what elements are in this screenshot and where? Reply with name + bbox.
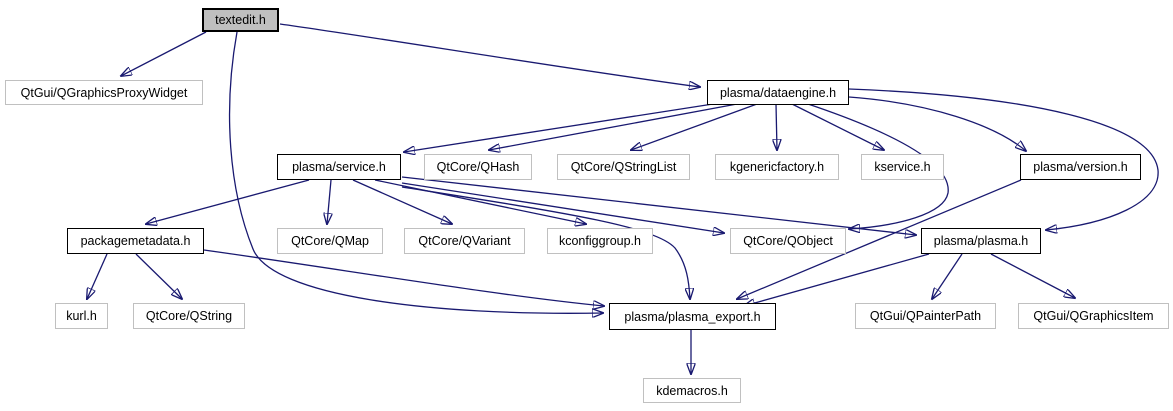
node-qtgui-qgraphicsproxywidget: QtGui/QGraphicsProxyWidget — [5, 80, 203, 105]
edge-packagemetadata-to-plasma_export — [203, 249, 604, 306]
edge-packagemetadata-to-kurl — [87, 253, 108, 299]
node-plasma-plasma_export-h[interactable]: plasma/plasma_export.h — [609, 303, 776, 330]
edge-dataengine-to-qobject — [807, 103, 949, 229]
edge-service-to-qmap — [327, 179, 331, 224]
edge-plasma-to-plasma_export — [744, 253, 930, 306]
edge-packagemetadata-to-qstring — [135, 253, 182, 299]
edge-textedit-to-qgraphicsproxywidget — [121, 31, 207, 76]
node-qtcore-qstringlist: QtCore/QStringList — [557, 154, 690, 180]
edge-service-to-plasma — [401, 176, 916, 235]
edge-service-to-qvariant — [352, 179, 452, 224]
edge-service-to-plasma_export — [401, 186, 690, 299]
node-kconfiggroup-h: kconfiggroup.h — [547, 228, 653, 254]
edge-dataengine-to-qhash — [489, 103, 738, 150]
edge-textedit-to-plasma_export — [228, 31, 603, 313]
node-plasma-plasma-h[interactable]: plasma/plasma.h — [921, 228, 1041, 254]
edge-dataengine-to-kservice — [791, 103, 884, 150]
node-qtcore-qhash: QtCore/QHash — [424, 154, 532, 180]
edge-dataengine-to-plasma — [848, 88, 1159, 230]
node-textedit-h: textedit.h — [202, 8, 279, 32]
edge-dataengine-to-qstringlist — [631, 103, 758, 150]
edge-dataengine-to-service — [404, 103, 714, 152]
node-qtcore-qobject: QtCore/QObject — [730, 228, 846, 254]
node-kservice-h: kservice.h — [861, 154, 944, 180]
node-plasma-version-h[interactable]: plasma/version.h — [1020, 154, 1141, 180]
edge-service-to-kconfiggroup — [374, 179, 586, 224]
edge-textedit-to-dataengine — [279, 23, 700, 87]
node-plasma-service-h[interactable]: plasma/service.h — [277, 154, 401, 180]
edge-service-to-packagemetadata — [146, 179, 310, 224]
edge-version-to-plasma_export — [737, 179, 1022, 299]
edge-dataengine-to-kgenericfactory — [776, 103, 777, 150]
node-packagemetadata-h[interactable]: packagemetadata.h — [67, 228, 204, 254]
node-qtgui-qpainterpath: QtGui/QPainterPath — [855, 303, 996, 329]
node-qtcore-qmap: QtCore/QMap — [277, 228, 383, 254]
node-qtcore-qstring: QtCore/QString — [133, 303, 245, 329]
node-kgenericfactory-h: kgenericfactory.h — [715, 154, 839, 180]
node-qtgui-qgraphicsitem: QtGui/QGraphicsItem — [1018, 303, 1169, 329]
edge-plasma-to-qpainterpath — [932, 253, 963, 299]
node-qtcore-qvariant: QtCore/QVariant — [404, 228, 525, 254]
edge-plasma-to-qgraphicsitem — [990, 253, 1075, 298]
node-kurl-h: kurl.h — [55, 303, 108, 329]
node-plasma-dataengine-h[interactable]: plasma/dataengine.h — [707, 80, 849, 105]
node-kdemacros-h: kdemacros.h — [643, 378, 741, 403]
edge-dataengine-to-version — [848, 96, 1026, 151]
edge-service-to-qobject — [401, 182, 724, 233]
